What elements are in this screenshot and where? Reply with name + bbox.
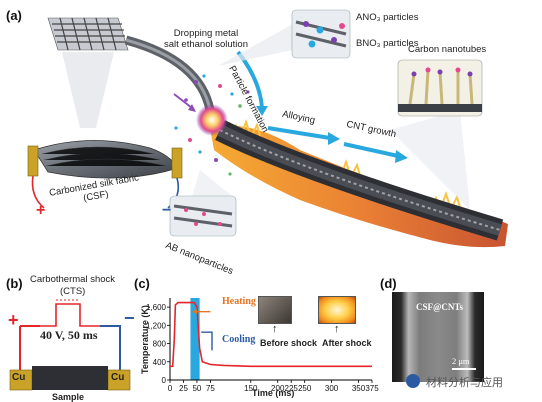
cnt-zoom [390,59,483,210]
csf-minus-sign: − [162,202,172,219]
circuit-plus-sign: + [8,310,19,330]
x-tick-label: 75 [206,384,215,393]
x-tick-label: 350 [352,384,366,393]
x-tick-label: 25 [179,384,188,393]
x-tick-label: 150 [244,384,258,393]
y-tick-label: 800 [153,340,167,349]
panel-b-label: (b) [6,276,23,291]
chart-xlabel: Time (ms) [252,388,295,398]
heating-label: Heating [222,296,256,307]
panel-a-label: (a) [6,8,22,23]
fabric-mesh-top [47,17,129,51]
x-tick-label: 300 [325,384,339,393]
right-cu-label: Cu [111,372,125,383]
left-cu-label: Cu [12,372,26,383]
y-tick-label: 400 [153,358,167,367]
particle-cloud [174,74,250,176]
spark-glow [196,104,228,136]
before-shock-arrow-icon: ↑ [272,323,278,335]
scale-bar-label: 2 μm [452,356,470,366]
x-tick-label: 225 [285,384,299,393]
cts-abbr: (CTS) [60,286,86,297]
cooling-arrow [201,331,213,351]
y-tick-label: 0 [162,376,167,385]
cooling-label: Cooling [222,334,256,345]
x-tick-label: 375 [365,384,379,393]
x-tick-label: 200 [271,384,285,393]
cooling-band [190,298,200,380]
particles-zoom [218,9,351,66]
heating-arrowhead [192,308,197,315]
pulse-voltage-label: 40 V, 50 ms [40,328,98,342]
panel-d-label: (d) [380,276,397,291]
fiber-bundle [124,35,215,112]
x-tick-label: 250 [298,384,312,393]
ab-zoom [169,170,237,237]
x-tick-label: 50 [192,384,201,393]
dropping-solution-label: Dropping metal salt ethanol solution [164,28,248,50]
cnt-bundle [215,120,504,241]
watermark-logo-icon [406,374,420,388]
sem-image [392,292,484,382]
csf-sheet [27,140,183,209]
before-shock-photo [258,296,292,324]
temperature-curve [170,301,372,368]
watermark-text: 材料分析与应用 [426,376,503,389]
before-shock-label: Before shock [260,338,318,348]
panel-a-schematic [27,9,508,248]
panel-b-circuit [9,299,131,391]
cts-title: Carbothermal shock [30,274,116,285]
circuit-minus-sign: − [124,308,135,328]
carbon-nanotubes-label: Carbon nanotubes [408,44,487,55]
chart-ylabel: Temperature (K) [140,305,150,374]
panel-c-label: (c) [134,276,150,291]
scale-bar [452,368,476,370]
ano3-label: ANO₃ particles [356,12,419,23]
after-shock-arrow-icon: ↑ [334,323,340,335]
after-shock-label: After shock [322,338,372,348]
sem-title: CSF@CNTs [416,302,464,312]
y-tick-label: 1,600 [146,303,167,312]
y-tick-label: 1,200 [146,321,167,330]
csf-plus-sign: + [36,202,46,219]
after-shock-photo [318,296,356,324]
x-tick-label: 0 [168,384,173,393]
sample-label: Sample [52,392,85,402]
bno3-label: BNO₃ particles [356,38,419,49]
